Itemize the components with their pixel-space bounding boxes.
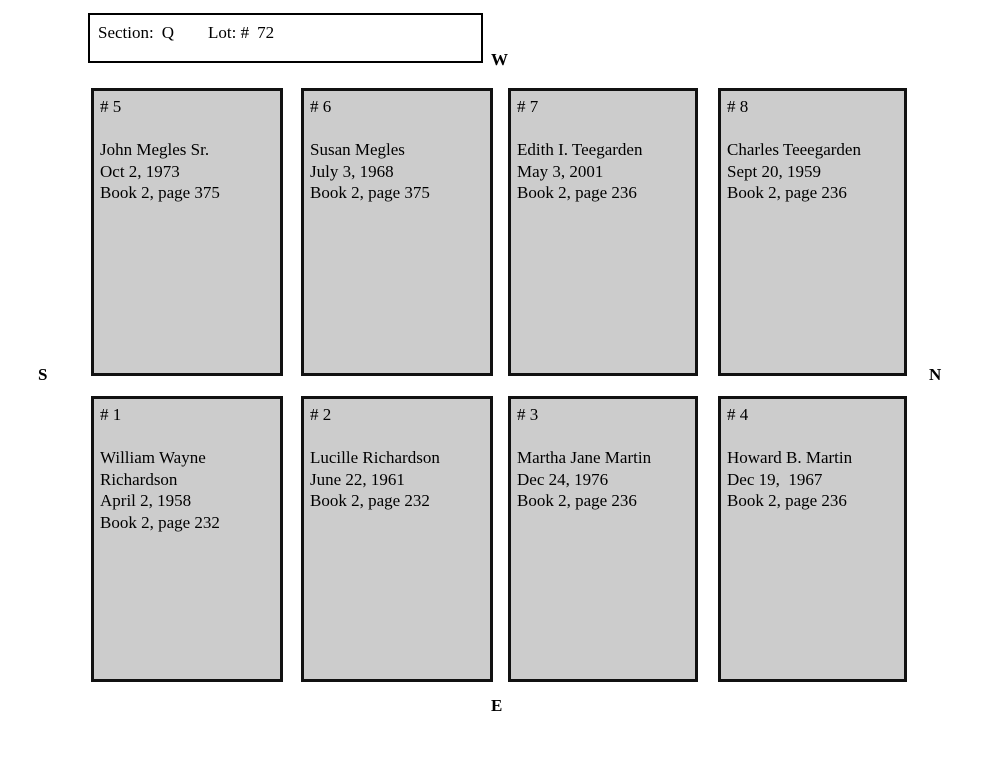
plot-number: # 4 (727, 405, 749, 424)
compass-label-east: E (491, 696, 503, 715)
plot-number: # 5 (100, 97, 122, 116)
plot-name: Charles Teeegarden (727, 140, 861, 159)
plot-3[interactable]: # 3 Martha Jane Martin Dec 24, 1976 Book… (508, 396, 698, 682)
plot-reference: Book 2, page 236 (727, 491, 847, 510)
plot-date: April 2, 1958 (100, 491, 192, 510)
plot-reference: Book 2, page 236 (727, 183, 847, 202)
plot-date: May 3, 2001 (517, 161, 604, 181)
plot-reference: Book 2, page 236 (517, 183, 637, 202)
plot-2[interactable]: # 2 Lucille Richardson June 22, 1961 Boo… (301, 396, 493, 682)
plot-date: Dec 24, 1976 (517, 469, 609, 489)
section-value: Q (161, 23, 174, 42)
compass-label-west: W (491, 50, 508, 69)
plot-reference: Book 2, page 232 (100, 512, 220, 532)
lot-label: Lot: # (208, 23, 250, 42)
plot-date: Sept 20, 1959 (727, 161, 821, 181)
plot-reference: Book 2, page 232 (310, 491, 430, 510)
plot-name: William Wayne (100, 448, 206, 467)
plot-name: Edith I. Teegarden (517, 140, 643, 159)
plot-number: # 3 (517, 405, 539, 424)
plot-number: # 8 (727, 97, 749, 116)
plot-date: Dec 19, 1967 (727, 469, 823, 489)
plot-7[interactable]: # 7 Edith I. Teegarden May 3, 2001 Book … (508, 88, 698, 376)
plot-name: Lucille Richardson (310, 448, 440, 467)
section-label: Section: (98, 23, 154, 42)
plot-8[interactable]: # 8 Charles Teeegarden Sept 20, 1959 Boo… (718, 88, 907, 376)
plot-1[interactable]: # 1 William Wayne Richardson April 2, 19… (91, 396, 283, 682)
plot-5[interactable]: # 5 John Megles Sr. Oct 2, 1973 Book 2, … (91, 88, 283, 376)
plot-number: # 6 (310, 97, 332, 116)
plot-date: June 22, 1961 (310, 469, 405, 489)
plot-name: Susan Megles (310, 140, 405, 159)
plot-date: July 3, 1968 (310, 161, 394, 181)
plot-number: # 1 (100, 405, 122, 424)
compass-label-south: S (38, 365, 48, 384)
plot-name: Martha Jane Martin (517, 448, 652, 467)
plot-6[interactable]: # 6 Susan Megles July 3, 1968 Book 2, pa… (301, 88, 493, 376)
plot-name: Howard B. Martin (727, 448, 853, 467)
plot-4[interactable]: # 4 Howard B. Martin Dec 19, 1967 Book 2… (718, 396, 907, 682)
plot-reference: Book 2, page 375 (310, 183, 430, 202)
plot-reference: Book 2, page 236 (517, 491, 637, 510)
compass-label-north: N (929, 365, 942, 384)
plot-name: John Megles Sr. (100, 140, 210, 159)
lot-value: 72 (257, 23, 275, 42)
section-lot-header-box: Section: Q Lot: # 72 (88, 13, 483, 63)
plot-number: # 7 (517, 97, 539, 116)
plot-reference: Book 2, page 375 (100, 183, 220, 202)
section-lot-header-text: Section: Q Lot: # 72 (98, 23, 274, 43)
plot-number: # 2 (310, 405, 332, 424)
plot-date: Oct 2, 1973 (100, 161, 180, 181)
plot-name-continued: Richardson (100, 469, 178, 489)
